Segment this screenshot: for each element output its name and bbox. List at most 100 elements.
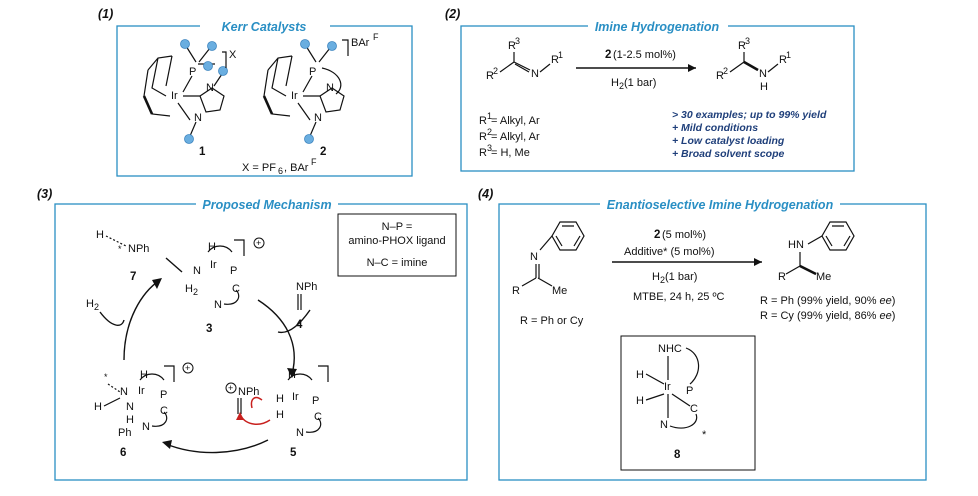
svg-text:N: N bbox=[194, 112, 202, 124]
svg-text:*: * bbox=[104, 372, 108, 382]
ligand-legend: N–P = amino-PHOX ligand N–C = imine bbox=[337, 213, 457, 277]
svg-text:R: R bbox=[778, 271, 786, 283]
phosphorus-atom: P bbox=[189, 66, 196, 78]
svg-text:+: + bbox=[228, 383, 233, 393]
svg-text:N–C = imine: N–C = imine bbox=[367, 257, 428, 269]
svg-text:Ir: Ir bbox=[292, 391, 299, 403]
svg-text:P: P bbox=[160, 389, 167, 401]
svg-text:H: H bbox=[276, 409, 284, 421]
compound-label-7: 7 bbox=[130, 271, 136, 283]
svg-text:R: R bbox=[479, 131, 487, 143]
svg-text:+: + bbox=[185, 363, 190, 373]
svg-text:R = Ph (99% yield, 90% ee): R = Ph (99% yield, 90% ee) bbox=[760, 295, 895, 307]
complex-8: NHC H Ir P H C N * 8 bbox=[620, 335, 756, 471]
svg-text:R: R bbox=[486, 70, 494, 82]
svg-text:*: * bbox=[118, 244, 122, 254]
svg-text:R: R bbox=[512, 285, 520, 297]
svg-text:P: P bbox=[312, 395, 319, 407]
svg-text:Ir: Ir bbox=[664, 381, 671, 393]
svg-text:2: 2 bbox=[94, 302, 99, 312]
svg-text:N: N bbox=[193, 265, 201, 277]
panel-title: Proposed Mechanism bbox=[202, 198, 331, 212]
svg-text:NPh: NPh bbox=[128, 243, 149, 255]
svg-text:N: N bbox=[120, 386, 128, 398]
svg-text:R = Cy (99% yield, 86% ee): R = Cy (99% yield, 86% ee) bbox=[760, 310, 895, 322]
svg-text:N: N bbox=[660, 419, 668, 431]
panel-number: (1) bbox=[98, 7, 113, 21]
additive-loading: Additive* (5 mol%) bbox=[624, 246, 714, 258]
compound-label-5: 5 bbox=[290, 447, 297, 459]
panel-proposed-mechanism: (3) Proposed Mechanism N–P = amino-PHOX … bbox=[37, 187, 468, 481]
svg-text:H: H bbox=[636, 395, 644, 407]
counter-ion-barf: BAr bbox=[351, 37, 370, 49]
svg-text:N: N bbox=[206, 82, 214, 94]
compound-label-3: 3 bbox=[206, 323, 212, 335]
svg-text:X = PF: X = PF bbox=[242, 162, 276, 174]
svg-text:2: 2 bbox=[493, 66, 498, 76]
svg-text:H: H bbox=[208, 241, 216, 253]
compound-label-2: 2 bbox=[320, 146, 326, 158]
svg-text:*: * bbox=[702, 429, 707, 441]
result-ph: R = Ph (99% yield, 90% ee) bbox=[760, 295, 895, 307]
svg-text:F: F bbox=[311, 157, 317, 167]
panel-title: Kerr Catalysts bbox=[222, 20, 307, 34]
svg-text:Ir: Ir bbox=[291, 90, 298, 102]
compound-label-6: 6 bbox=[120, 447, 126, 459]
svg-text:H: H bbox=[185, 283, 193, 295]
compound-label-1: 1 bbox=[199, 146, 206, 158]
substituent-definitions: R 1 = Alkyl, Ar R 2 = Alkyl, Ar R 3 = H,… bbox=[479, 111, 540, 159]
svg-text:N–P =: N–P = bbox=[382, 221, 413, 233]
chiral-amine-product: HN R Me bbox=[778, 221, 855, 283]
svg-text:NHC: NHC bbox=[658, 343, 682, 355]
compound-label-8: 8 bbox=[674, 449, 681, 461]
catalyst-label: 2 bbox=[654, 229, 660, 241]
complex-6: H * N Ir P H N H Ph C N + 6 bbox=[94, 362, 194, 459]
panel-title: Enantioselective Imine Hydrogenation bbox=[607, 198, 834, 212]
svg-text:R: R bbox=[779, 54, 787, 66]
svg-text:, BAr: , BAr bbox=[284, 162, 309, 174]
svg-text:2: 2 bbox=[619, 81, 624, 91]
panel-title: Imine Hydrogenation bbox=[595, 20, 720, 34]
counter-ion-definition: X = PF 6 , BAr F bbox=[242, 157, 317, 176]
catalyst-1-structure: Ir P N N X bbox=[142, 39, 237, 144]
svg-text:H: H bbox=[760, 81, 768, 93]
svg-text:H: H bbox=[652, 271, 660, 283]
compound-label-4: 4 bbox=[296, 319, 303, 331]
hydrogen-pressure: H 2 (1 bar) bbox=[652, 271, 697, 285]
svg-text:NPh: NPh bbox=[296, 281, 317, 293]
svg-text:R: R bbox=[479, 147, 487, 159]
svg-text:1: 1 bbox=[487, 111, 492, 121]
svg-text:NPh: NPh bbox=[238, 386, 259, 398]
svg-text:R: R bbox=[479, 115, 487, 127]
svg-text:N: N bbox=[759, 68, 767, 80]
svg-text:amino-PHOX ligand: amino-PHOX ligand bbox=[348, 235, 445, 247]
svg-text:H: H bbox=[140, 369, 148, 381]
svg-text:H: H bbox=[611, 77, 619, 89]
svg-text:+ Low catalyst loading: + Low catalyst loading bbox=[672, 135, 785, 147]
svg-text:R: R bbox=[508, 40, 516, 52]
svg-text:HN: HN bbox=[788, 239, 804, 251]
svg-text:P: P bbox=[686, 385, 693, 397]
svg-text:2: 2 bbox=[193, 287, 198, 297]
amine-7: H * NPh 7 bbox=[96, 229, 149, 283]
svg-text:3: 3 bbox=[515, 36, 520, 46]
svg-text:N: N bbox=[314, 112, 322, 124]
svg-text:H: H bbox=[96, 229, 104, 241]
svg-text:P: P bbox=[230, 265, 237, 277]
svg-text:> 30 examples; up to 99% yield: > 30 examples; up to 99% yield bbox=[672, 109, 827, 121]
svg-text:N: N bbox=[126, 401, 134, 413]
svg-text:3: 3 bbox=[487, 143, 492, 153]
svg-text:1: 1 bbox=[786, 50, 791, 60]
hydrogen-reagent: H bbox=[86, 298, 94, 310]
svg-text:6: 6 bbox=[278, 166, 283, 176]
svg-text:Ir: Ir bbox=[210, 259, 217, 271]
advantages-list: > 30 examples; up to 99% yield + Mild co… bbox=[672, 109, 827, 160]
counter-ion-x: X bbox=[229, 49, 237, 61]
reaction-conditions: MTBE, 24 h, 25 ºC bbox=[633, 291, 724, 303]
svg-text:= Alkyl, Ar: = Alkyl, Ar bbox=[491, 115, 540, 127]
catalyst-loading: (1-2.5 mol%) bbox=[613, 49, 676, 61]
svg-text:N: N bbox=[531, 68, 539, 80]
panel-kerr-catalysts: (1) Kerr Catalysts Ir P N N X bbox=[98, 7, 413, 177]
